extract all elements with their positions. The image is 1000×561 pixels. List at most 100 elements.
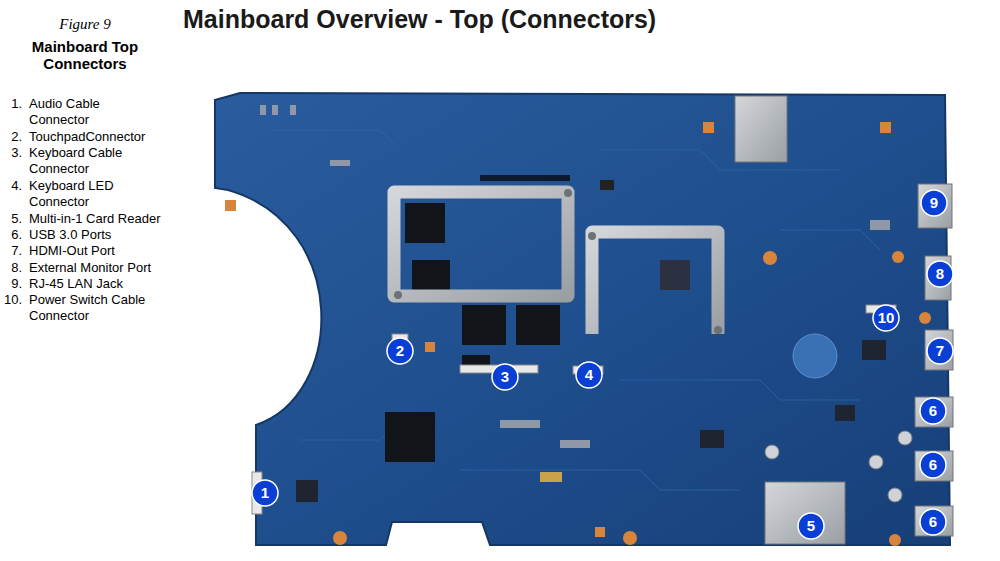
small-components xyxy=(260,105,890,502)
list-number: 2. xyxy=(0,129,22,145)
screw xyxy=(564,189,572,197)
callout-circle xyxy=(920,509,946,535)
list-text: RJ-45 LAN Jack xyxy=(29,276,189,292)
mainboard-outline xyxy=(215,93,950,545)
sim-slot xyxy=(735,96,787,162)
callout-circle xyxy=(576,362,602,388)
capacitor xyxy=(898,431,912,445)
smd-part xyxy=(700,430,724,448)
list-number: 4. xyxy=(0,178,22,194)
chip xyxy=(385,412,435,462)
copper-pads xyxy=(225,122,931,546)
callout-number: 4 xyxy=(576,366,602,384)
smd-part xyxy=(290,105,296,115)
smd-part xyxy=(296,480,318,502)
chips xyxy=(385,203,560,462)
callout-circle xyxy=(252,480,278,506)
heat-pipe xyxy=(394,192,568,296)
list-number: 1. xyxy=(0,96,22,112)
list-text: Multi-in-1 Card Reader xyxy=(29,211,189,227)
trace xyxy=(780,230,880,250)
callout-circle xyxy=(798,513,824,539)
mounting-pad xyxy=(919,312,931,324)
mounting-pad xyxy=(595,527,605,537)
list-number: 10. xyxy=(0,292,22,308)
capacitors xyxy=(765,431,912,502)
callout-number: 2 xyxy=(387,342,413,360)
callout-circle xyxy=(927,338,953,364)
callout-number: 10 xyxy=(873,309,899,327)
mounting-pad xyxy=(425,342,435,352)
smd-part xyxy=(862,340,886,360)
figure-number: Figure 9 xyxy=(20,16,150,33)
trace xyxy=(460,470,740,490)
callout-circle xyxy=(387,338,413,364)
list-number: 7. xyxy=(0,243,22,259)
heat-pipe-screws xyxy=(394,189,722,334)
screw xyxy=(588,232,596,240)
chip xyxy=(462,305,506,345)
hdmi-port xyxy=(925,330,953,370)
mounting-pad xyxy=(880,122,891,133)
trace xyxy=(270,130,395,145)
callout-circle xyxy=(492,364,518,390)
callout-number: 6 xyxy=(920,456,946,474)
list-text: Power Switch Cable Connector xyxy=(29,292,154,324)
smd-part xyxy=(540,472,562,482)
callout-number: 6 xyxy=(920,513,946,531)
list-text: HDMI-Out Port xyxy=(29,243,189,259)
chip xyxy=(405,203,445,243)
heat-pipe xyxy=(592,232,718,334)
card-reader-slot xyxy=(765,482,845,544)
callout-number: 1 xyxy=(252,484,278,502)
callout-number: 3 xyxy=(492,368,518,386)
capacitor xyxy=(869,455,883,469)
mounting-pad xyxy=(889,534,901,546)
callout-number: 9 xyxy=(921,194,947,212)
list-number: 6. xyxy=(0,227,22,243)
callout-number: 7 xyxy=(927,342,953,360)
list-text: External Monitor Port xyxy=(29,260,189,276)
smd-part xyxy=(870,220,890,230)
list-text: Keyboard LED Connector xyxy=(29,178,129,210)
callout-circle xyxy=(927,261,953,287)
smd-part xyxy=(260,105,266,115)
usb-port xyxy=(915,397,953,427)
mounting-pad xyxy=(763,251,777,265)
screw xyxy=(394,291,402,299)
smd-part xyxy=(600,180,614,190)
list-text: Audio Cable Connector xyxy=(29,96,129,128)
list-number: 9. xyxy=(0,276,22,292)
battery-pad xyxy=(793,334,837,378)
callout-number: 6 xyxy=(920,402,946,420)
capacitor xyxy=(888,488,902,502)
callout-circles xyxy=(252,190,953,539)
callout-number: 8 xyxy=(927,265,953,283)
list-number: 3. xyxy=(0,145,22,161)
list-text: Keyboard Cable Connector xyxy=(29,145,139,177)
screw xyxy=(714,326,722,334)
usb-port xyxy=(915,451,953,481)
smd-part xyxy=(835,405,855,421)
trace xyxy=(620,380,860,400)
lan-port xyxy=(918,184,952,228)
mounting-pad xyxy=(703,122,714,133)
capacitor xyxy=(765,445,779,459)
chip xyxy=(412,260,450,294)
smd-part xyxy=(660,260,690,290)
board-traces xyxy=(270,130,880,490)
figure-caption: Mainboard Top Connectors xyxy=(20,38,150,72)
heat-pipes xyxy=(394,192,718,334)
edge-ports xyxy=(915,184,953,536)
smd-part xyxy=(272,105,278,115)
smd-part xyxy=(560,440,590,448)
mounting-pad xyxy=(333,531,347,545)
list-text: USB 3.0 Ports xyxy=(29,227,189,243)
smd-part xyxy=(330,160,350,166)
callout-number: 5 xyxy=(798,517,824,535)
list-number: 8. xyxy=(0,260,22,276)
page-title: Mainboard Overview - Top (Connectors) xyxy=(183,5,656,34)
mounting-pad xyxy=(892,251,904,263)
callout-circle xyxy=(921,190,947,216)
